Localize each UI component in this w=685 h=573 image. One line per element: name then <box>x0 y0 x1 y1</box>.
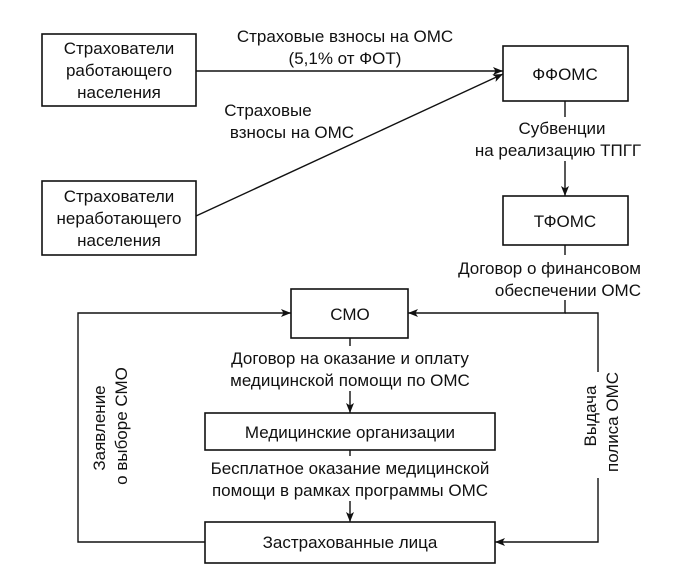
box-frame <box>502 45 629 102</box>
flow-label-vertical-line: Выдача <box>581 385 600 446</box>
box-label-line: неработающего <box>57 209 182 228</box>
box-frame <box>290 288 409 339</box>
box-frame <box>204 412 496 451</box>
edge-ffoms-to-tfoms: Субвенции на реализацию ТПГГ <box>462 101 658 196</box>
edge-smo-to-insured: Выдача полиса ОМС <box>495 312 624 546</box>
box-frame <box>41 180 197 256</box>
box-label: СМО <box>330 305 369 324</box>
box-label-line: работающего <box>66 61 172 80</box>
box-frame <box>502 195 629 246</box>
box-medical-organizations: Медицинские организации <box>204 412 496 451</box>
flow-label-line: взносы на ОМС <box>230 123 354 142</box>
arrow-insured-to-smo <box>77 309 291 543</box>
flow-label-vertical-line: полиса ОМС <box>603 372 622 472</box>
flow-label-line: Бесплатное оказание медицинской <box>211 459 490 478</box>
box-frame <box>41 33 197 107</box>
flow-label-line: медицинской помощи по ОМС <box>230 371 470 390</box>
box-label-line: населения <box>77 83 161 102</box>
flow-label-line: на реализацию ТПГГ <box>475 141 641 160</box>
edge-tfoms-to-smo: Договор о финансовом обеспечении ОМС <box>408 245 644 317</box>
box-smo: СМО <box>290 288 409 339</box>
box-tfoms: ТФОМС <box>502 195 629 246</box>
edge-smo-to-medical: Договор на оказание и оплату медицинской… <box>210 338 490 413</box>
flow-label-vertical-line: о выборе СМО <box>112 367 131 485</box>
flow-label-vertical-line: Заявление <box>90 385 109 470</box>
box-ffoms: ФФОМС <box>502 45 629 102</box>
box-label: Медицинские организации <box>245 423 455 442</box>
box-insurers-unemployed: Страхователи неработающего населения <box>41 180 197 256</box>
flow-label-line: обеспечении ОМС <box>495 281 641 300</box>
edge-insured-to-smo: Заявление о выборе СМО <box>77 309 291 543</box>
box-label-line: населения <box>77 231 161 250</box>
box-label: ТФОМС <box>534 212 596 231</box>
flow-label-line: Страховые взносы на ОМС <box>237 27 453 46</box>
label-background <box>210 346 490 391</box>
label-background <box>462 117 658 161</box>
box-frame <box>204 521 496 564</box>
flow-label-line: Договор на оказание и оплату <box>231 349 469 368</box>
box-label-line: Страхователи <box>64 39 175 58</box>
label-background <box>578 372 624 478</box>
box-label-line: Страхователи <box>64 187 175 206</box>
box-insured-persons: Застрахованные лица <box>204 521 496 564</box>
flow-label-line: Страховые <box>224 101 311 120</box>
label-background <box>194 456 506 501</box>
edge-medical-to-insured: Бесплатное оказание медицинской помощи в… <box>194 450 506 522</box>
box-label: Застрахованные лица <box>263 533 438 552</box>
label-background <box>444 255 644 300</box>
flow-label-line: помощи в рамках программы ОМС <box>212 481 488 500</box>
flow-label-line: Субвенции <box>518 119 605 138</box>
edge-employed-to-ffoms: Страховые взносы на ОМС (5,1% от ФОТ) <box>196 27 503 75</box>
edge-unemployed-to-ffoms: Страховые взносы на ОМС <box>195 73 504 217</box>
box-insurers-employed: Страхователи работающего населения <box>41 33 197 107</box>
flow-label-line: Договор о финансовом <box>458 259 641 278</box>
arrow-unemployed-to-ffoms <box>195 73 504 217</box>
box-label: ФФОМС <box>532 65 598 84</box>
flow-label-line: (5,1% от ФОТ) <box>289 49 402 68</box>
